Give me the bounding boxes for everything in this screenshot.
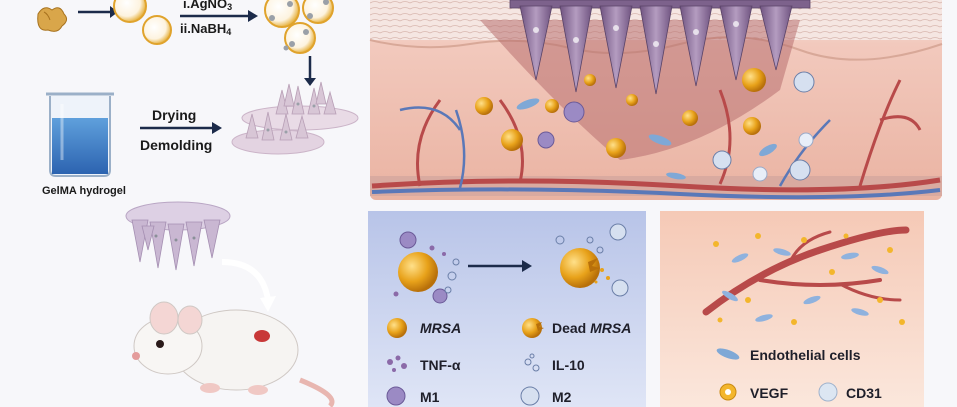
step-two-label: ii.NaBH4: [180, 21, 231, 37]
mrsa-dead-icon: [560, 248, 600, 288]
legend-cd31: CD31: [846, 385, 882, 401]
legend-m2: M2: [552, 389, 572, 405]
vegf-particles: [713, 233, 905, 325]
mrsa-legend-icon: [387, 318, 407, 338]
angiogenesis-panel: Endothelial cells VEGF CD31: [660, 211, 924, 407]
blood-vessel: [702, 226, 910, 316]
legend-dead-mrsa: Dead MRSA: [552, 320, 631, 336]
ginger-icon: [37, 7, 68, 32]
cd31-legend-icon: [818, 382, 838, 402]
demolding-label: Demolding: [140, 137, 212, 153]
apply-arrow: [221, 259, 271, 301]
drying-label: Drying: [152, 107, 196, 123]
m1-legend-icon: [386, 386, 406, 406]
applied-patch-icon: [125, 201, 231, 271]
endothelial-fragments: [516, 98, 777, 180]
synthesis-row: i.AgNO3 ii.NaBH4: [37, 0, 334, 86]
mouse-icon: [132, 301, 335, 407]
immune-cells: [537, 71, 815, 182]
legend-vegf: VEGF: [750, 385, 789, 401]
il10-legend-icon: [524, 353, 540, 372]
mrsa-cells: [475, 68, 766, 158]
hydrogel-label: GelMA hydrogel: [42, 185, 126, 197]
wound-area: [480, 20, 800, 160]
mrsa-before-icon: [398, 252, 438, 292]
endothelial-cell-group: [722, 248, 889, 322]
vesicle-cluster-icon: [113, 0, 172, 45]
microneedle-array: [509, 0, 811, 95]
beaker-icon: [46, 92, 114, 177]
endothelial-legend-icon: [716, 348, 740, 360]
legend-il10: IL-10: [552, 357, 585, 373]
silver-vesicle-cluster-icon: [264, 0, 334, 54]
step-one-label: i.AgNO3: [183, 0, 232, 12]
microneedle-patch-icon: [231, 81, 359, 155]
mechanism-panel: MRSA Dead MRSA TNF-α IL-10 M1 M2: [368, 211, 646, 407]
dead-mrsa-legend-icon: [522, 318, 542, 338]
legend-mrsa: MRSA: [420, 320, 461, 336]
legend-endothelial: Endothelial cells: [750, 347, 861, 363]
legend-m1: M1: [420, 389, 440, 405]
m2-legend-icon: [520, 386, 540, 406]
tnf-alpha-legend-icon: [387, 355, 407, 372]
skin-cross-section: [369, 0, 943, 200]
legend-tnf-alpha: TNF-α: [420, 357, 461, 373]
